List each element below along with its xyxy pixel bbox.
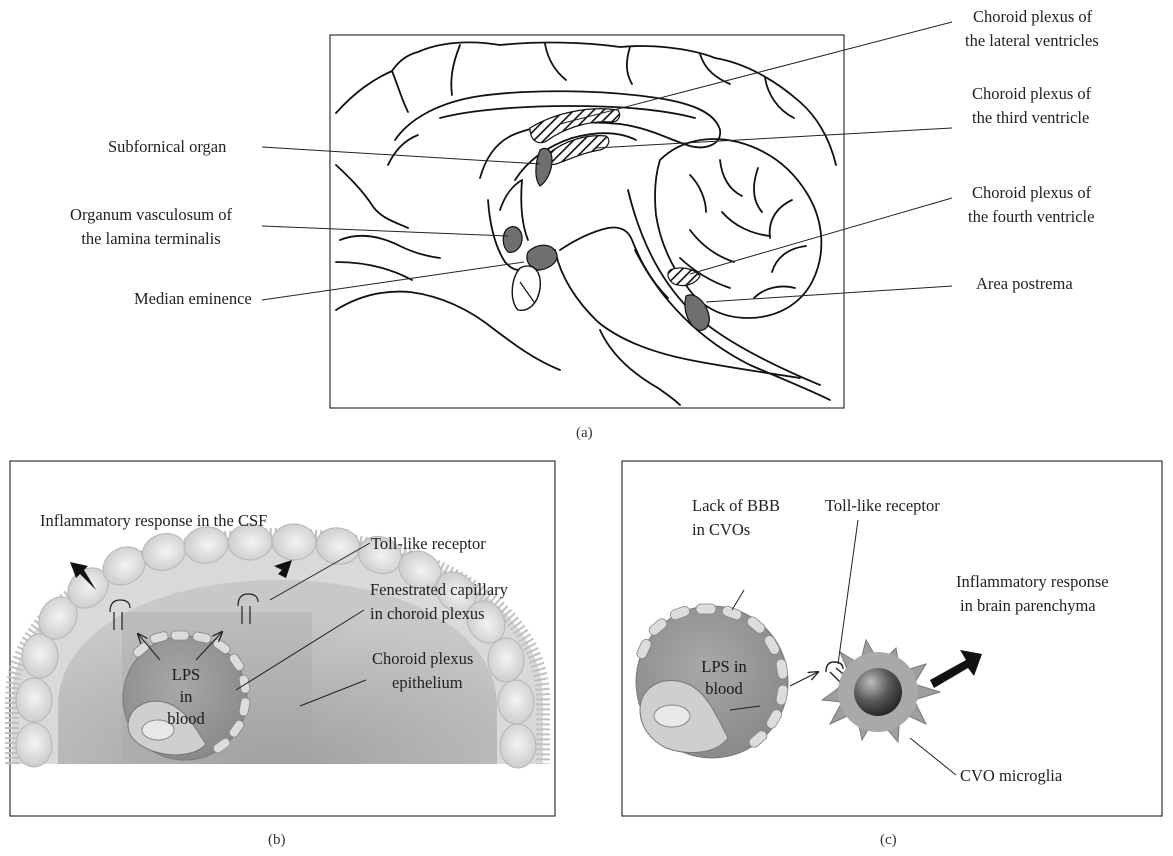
caption-c: (c) bbox=[880, 832, 897, 849]
label-cp-third-line1: Choroid plexus of bbox=[972, 82, 1091, 106]
label-cp-lateral-line2: the lateral ventricles bbox=[965, 29, 1099, 53]
label-cp-third: Choroid plexus of the third ventricle bbox=[972, 82, 1091, 130]
label-cp-lateral-line1: Choroid plexus of bbox=[965, 5, 1099, 29]
label-toll-receptor-c: Toll-like receptor bbox=[825, 494, 940, 518]
label-lack-bbb-line1: Lack of BBB bbox=[692, 494, 780, 518]
label-ovlt-line1: Organum vasculosum of bbox=[40, 203, 262, 227]
label-cp-lateral: Choroid plexus of the lateral ventricles bbox=[965, 5, 1099, 53]
label-epithelium-line1: Choroid plexus bbox=[372, 647, 473, 671]
panel-a bbox=[262, 22, 952, 408]
label-lack-bbb: Lack of BBB in CVOs bbox=[692, 494, 780, 542]
label-fenestrated: Fenestrated capillary in choroid plexus bbox=[370, 578, 508, 626]
label-ovlt-line2: the lamina terminalis bbox=[40, 227, 262, 251]
caption-b: (b) bbox=[268, 832, 286, 849]
label-parenchyma: Inflammatory response in brain parenchym… bbox=[956, 570, 1109, 618]
label-fenestrated-line2: in choroid plexus bbox=[370, 602, 508, 626]
label-cvo-microglia: CVO microglia bbox=[960, 764, 1062, 788]
label-cp-fourth-line1: Choroid plexus of bbox=[968, 181, 1094, 205]
label-subfornical-organ: Subfornical organ bbox=[108, 135, 226, 159]
label-parenchyma-line1: Inflammatory response bbox=[956, 570, 1109, 594]
label-lps-c-line2: blood bbox=[688, 678, 760, 700]
label-lack-bbb-line2: in CVOs bbox=[692, 518, 780, 542]
label-lps-c-line1: LPS in bbox=[688, 656, 760, 678]
label-lps-b: LPS in blood bbox=[158, 664, 214, 730]
label-epithelium: Choroid plexus epithelium bbox=[372, 647, 473, 695]
label-lps-c: LPS in blood bbox=[688, 656, 760, 700]
label-lps-b-line2: in bbox=[158, 686, 214, 708]
label-lps-b-line1: LPS bbox=[158, 664, 214, 686]
label-csf-response: Inflammatory response in the CSF bbox=[40, 509, 267, 533]
label-epithelium-line2: epithelium bbox=[372, 671, 473, 695]
label-ovlt: Organum vasculosum of the lamina termina… bbox=[40, 203, 262, 251]
label-area-postrema: Area postrema bbox=[976, 272, 1073, 296]
label-toll-receptor-b: Toll-like receptor bbox=[371, 532, 486, 556]
label-cp-fourth: Choroid plexus of the fourth ventricle bbox=[968, 181, 1094, 229]
label-median-eminence: Median eminence bbox=[134, 287, 252, 311]
label-cp-third-line2: the third ventricle bbox=[972, 106, 1091, 130]
label-parenchyma-line2: in brain parenchyma bbox=[956, 594, 1109, 618]
label-fenestrated-line1: Fenestrated capillary bbox=[370, 578, 508, 602]
label-cp-fourth-line2: the fourth ventricle bbox=[968, 205, 1094, 229]
label-lps-b-line3: blood bbox=[158, 708, 214, 730]
caption-a: (a) bbox=[576, 425, 593, 442]
